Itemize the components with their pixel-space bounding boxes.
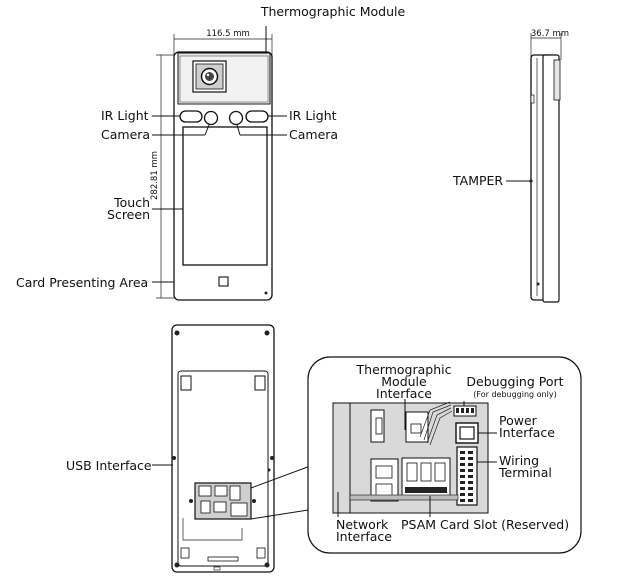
debugging-note-label: (For debugging only): [473, 390, 556, 399]
debugging-port-label: Debugging Port: [466, 374, 563, 389]
thermo-interface-label-3: Interface: [376, 386, 432, 401]
usb-interface-label: USB Interface: [66, 458, 152, 473]
camera-left-shape: [203, 110, 219, 126]
detail-callout: Thermographic Module Interface Debugging…: [250, 356, 582, 554]
ir-light-left-shape: [179, 110, 203, 123]
touch-screen-label-1: Touch: [113, 195, 150, 210]
depth-dimension: 36.7 mm: [531, 29, 569, 39]
network-interface-label-2: Interface: [336, 529, 392, 544]
thermographic-module-label: Thermographic Module: [260, 4, 406, 19]
ir-light-right-label: IR Light: [289, 108, 337, 123]
card-presenting-area-label: Card Presenting Area: [16, 275, 148, 290]
network-interface-label-1: Network: [336, 517, 389, 532]
ir-light-left-label: IR Light: [101, 108, 149, 123]
tamper-label: TAMPER: [452, 173, 503, 188]
camera-right-label: Camera: [289, 127, 338, 142]
debugging-port-shape: [453, 405, 477, 417]
wiring-terminal-pins: [460, 451, 473, 502]
card-reader-icon: [218, 276, 229, 287]
thermo-interface-label-1: Thermographic: [356, 362, 452, 377]
camera-left-label: Camera: [101, 127, 150, 142]
touch-screen-label-2: Screen: [107, 207, 150, 222]
wiring-terminal-label-2: Terminal: [498, 465, 552, 480]
rear-view: USB Interface: [66, 324, 275, 573]
side-view: 36.7 mm TAMPER: [452, 29, 569, 303]
touch-screen-area: [182, 126, 268, 266]
power-interface-label-2: Interface: [499, 425, 555, 440]
width-dimension: 116.5 mm: [206, 29, 250, 39]
ir-light-right-shape: [245, 110, 269, 123]
front-view: Thermographic Module 116.5 mm 282.81 mm: [16, 4, 406, 301]
thermo-interface-label-2: Module: [381, 374, 427, 389]
wiring-terminal-label-1: Wiring: [499, 453, 539, 468]
power-interface-label-1: Power: [499, 413, 538, 428]
camera-right-shape: [228, 110, 244, 126]
height-dimension: 282.81 mm: [150, 151, 160, 200]
wiring-terminal-shape: [456, 446, 478, 506]
psam-card-slot-label: PSAM Card Slot (Reserved): [401, 517, 569, 532]
